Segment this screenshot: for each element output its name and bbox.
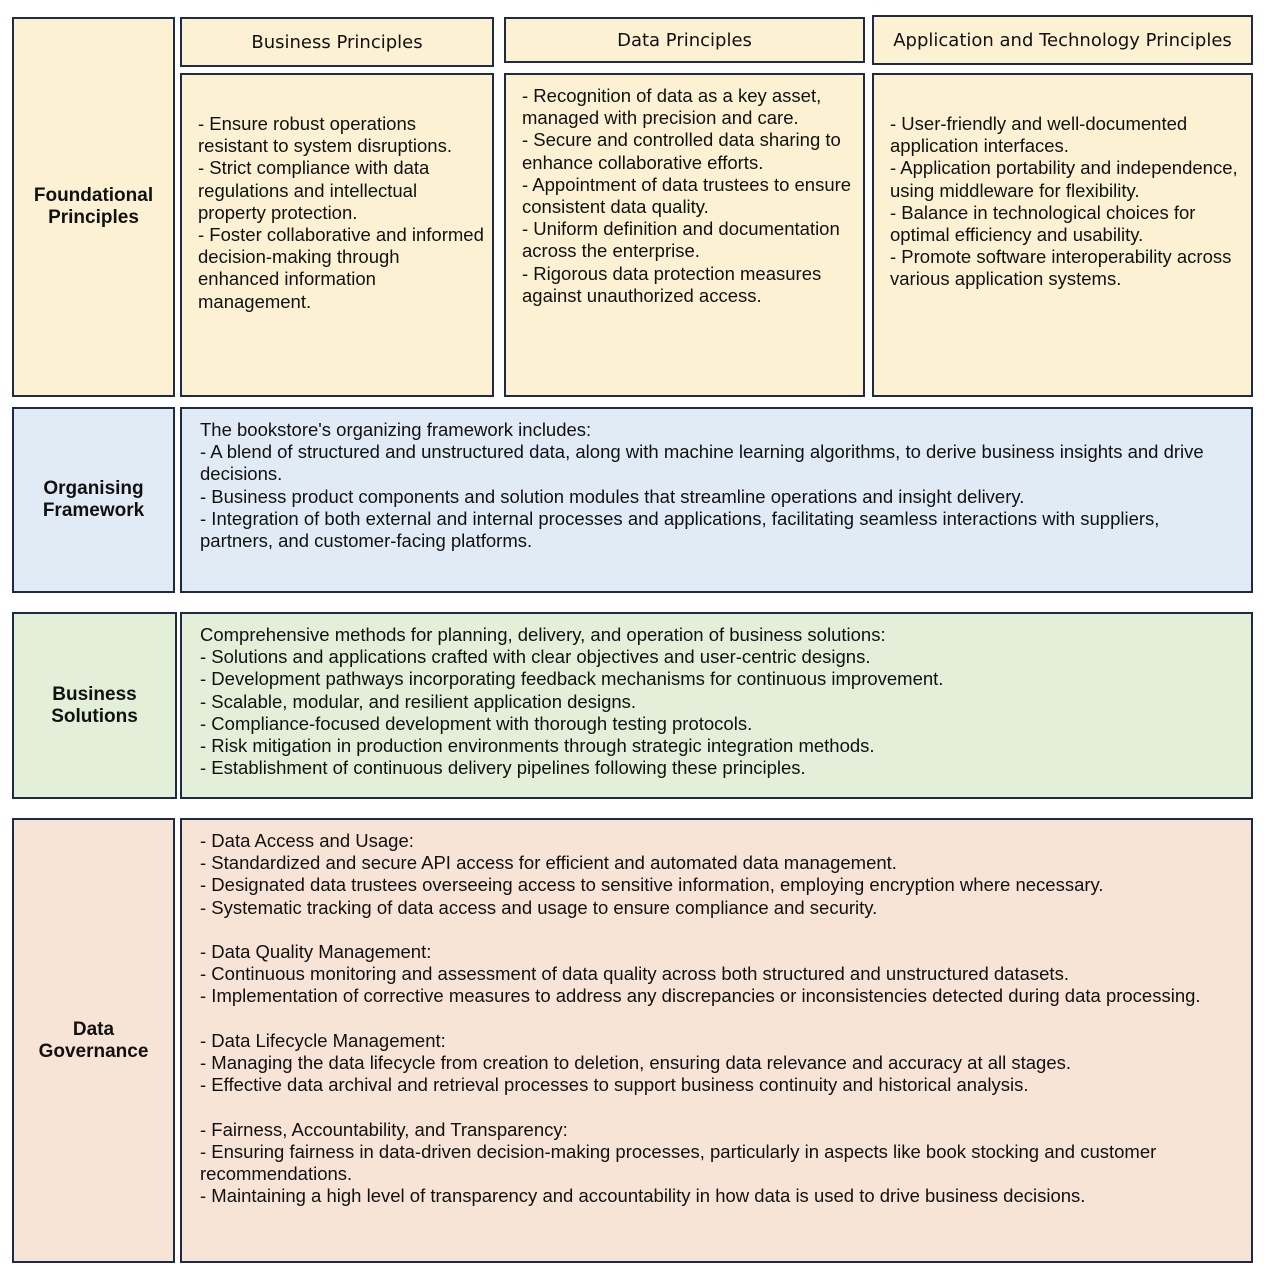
business-principles-body: - Ensure robust operations resistant to … <box>180 73 494 397</box>
app-tech-principles-body: - User-friendly and well-documented appl… <box>872 73 1253 397</box>
business-solutions-body: Comprehensive methods for planning, deli… <box>180 612 1253 799</box>
data-principles-header: Data Principles <box>504 17 865 63</box>
organising-framework-body: The bookstore's organizing framework inc… <box>180 407 1253 593</box>
business-principles-header: Business Principles <box>180 17 494 67</box>
foundational-principles-label: Foundational Principles <box>12 17 175 397</box>
data-governance-label: Data Governance <box>12 818 175 1263</box>
data-governance-body: - Data Access and Usage: - Standardized … <box>180 818 1253 1263</box>
data-principles-body: - Recognition of data as a key asset, ma… <box>504 73 865 397</box>
business-solutions-label: Business Solutions <box>12 612 177 799</box>
organising-framework-label: Organising Framework <box>12 407 175 593</box>
app-tech-principles-header: Application and Technology Principles <box>872 15 1253 65</box>
